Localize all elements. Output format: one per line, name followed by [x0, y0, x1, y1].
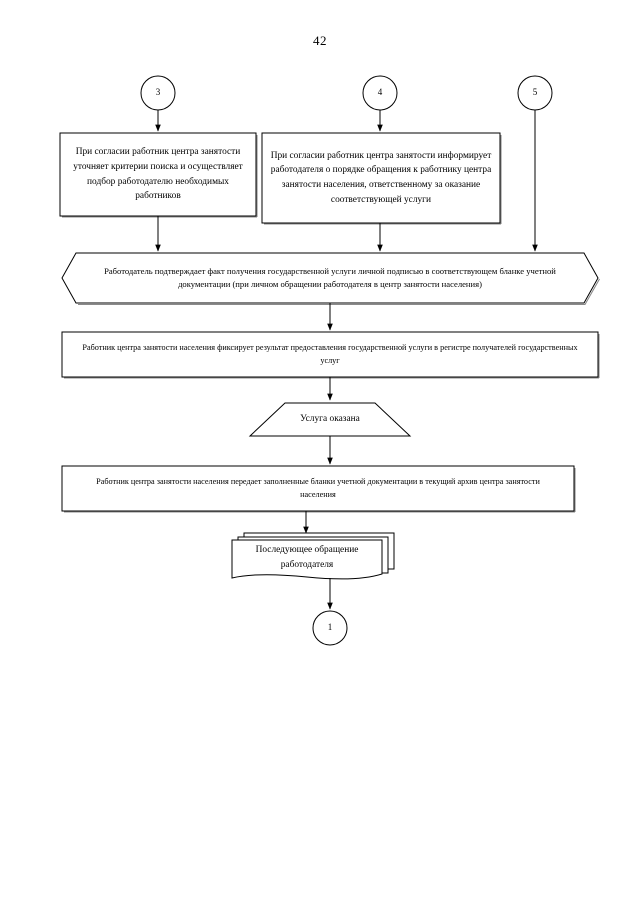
shape-box-right [261, 132, 501, 224]
shape-box-left [59, 132, 257, 217]
shape-register-box [61, 331, 599, 378]
connector-label-4: 4 [377, 87, 383, 97]
shape-trapezoid [248, 402, 412, 437]
shadow-archive-box [64, 468, 576, 513]
shape-archive-box [61, 465, 575, 512]
shadow-hexagon [78, 278, 600, 306]
shadow-box-right [264, 135, 502, 225]
connector-label-3: 3 [155, 87, 161, 97]
page-number: 42 [313, 33, 327, 48]
connector-label-1: 1 [327, 622, 333, 632]
shadow-box-left [62, 135, 258, 218]
connector-label-5: 5 [532, 87, 538, 97]
shadow-register-box [64, 334, 600, 379]
connector-circle-1 [312, 610, 348, 646]
shape-hexagon [61, 252, 599, 304]
shape-document-front [231, 539, 383, 580]
